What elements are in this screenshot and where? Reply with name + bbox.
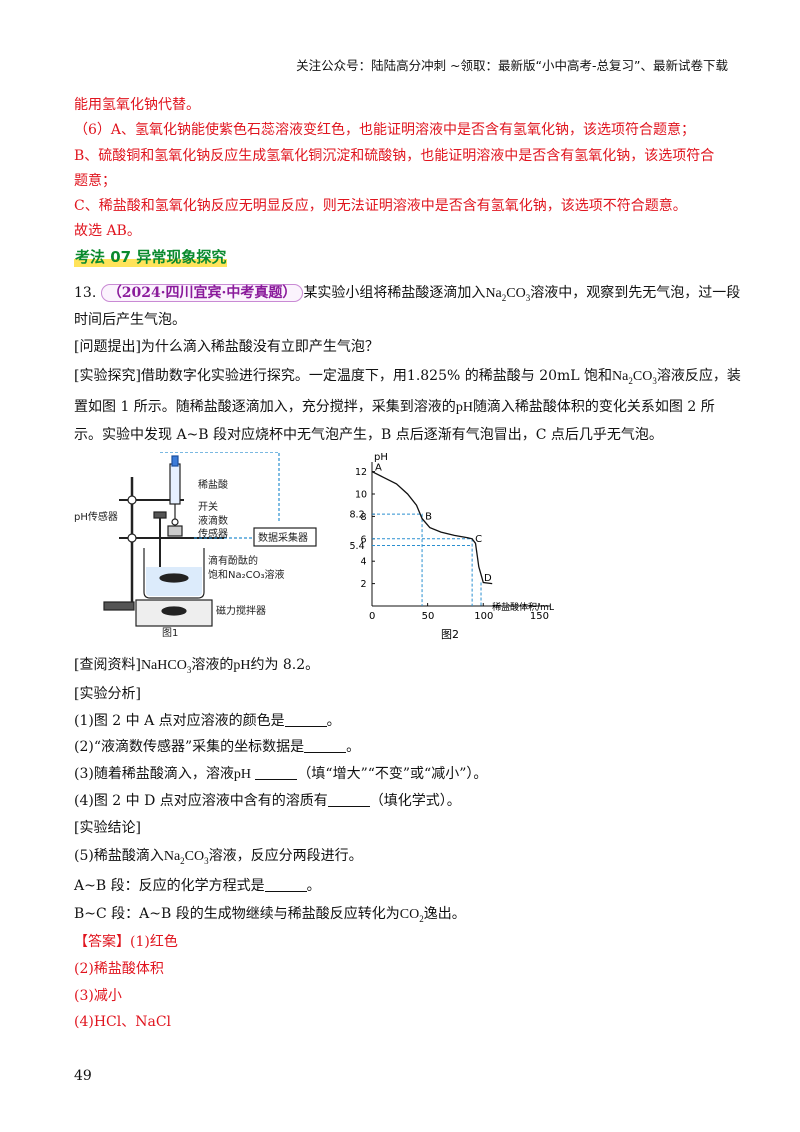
y-tick-label: 8.2 xyxy=(350,510,365,521)
svg-text:开关: 开关 xyxy=(198,500,218,513)
svg-text:图1: 图1 xyxy=(162,627,178,639)
y-tick-label: 5.4 xyxy=(350,541,365,552)
sub-question-3: (3)随着稀盐酸滴入，溶液pH （填“增大”“不变”或“减小”）。 xyxy=(74,765,488,782)
sub-question-4: (4)图 2 中 D 点对应溶液中含有的溶质有（填化学式）。 xyxy=(74,792,461,809)
y-tick-label: 10 xyxy=(355,490,367,501)
formula-nahco3: NaHCO3 xyxy=(140,658,192,675)
x-tick-label: 150 xyxy=(530,611,549,622)
point-label: B xyxy=(425,511,432,522)
x-tick-label: 50 xyxy=(422,611,435,622)
y-tick-label: 12 xyxy=(355,467,367,478)
answer-1: 【答案】(1)红色 xyxy=(74,934,178,950)
text-line: [实验结论] xyxy=(74,820,141,836)
svg-text:数据采集器: 数据采集器 xyxy=(258,531,308,544)
sub-question-1: (1)图 2 中 A 点对应溶液的颜色是。 xyxy=(74,712,341,729)
formula-na2co3: Na2CO3 xyxy=(163,849,209,866)
svg-text:磁力搅拌器: 磁力搅拌器 xyxy=(216,604,266,617)
ph-curve xyxy=(371,471,493,585)
guide-line xyxy=(372,513,423,606)
text-line: B~C 段：A~B 段的生成物继续与稀盐酸反应转化为CO2逸出。 xyxy=(74,906,466,924)
answer-line: C、稀盐酸和氢氧化钠反应无明显反应，则无法证明溶液中是否含有氢氧化钠，该选项不符… xyxy=(74,198,687,214)
page-number: 49 xyxy=(74,1068,92,1084)
question-13-stem: 13. （2024·四川宜宾·中考真题）某实验小组将稀盐酸逐滴加入Na2CO3溶… xyxy=(74,284,741,303)
svg-text:饱和Na₂CO₃溶液: 饱和Na₂CO₃溶液 xyxy=(208,568,284,581)
answer-4: (4)HCl、NaCl xyxy=(74,1014,172,1030)
answer-line: B、硫酸铜和氢氧化钠反应生成氢氧化铜沉淀和硫酸钠，也能证明溶液中是否含有氢氧化钠… xyxy=(74,148,715,164)
answer-3: (3)减小 xyxy=(74,988,122,1004)
x-tick-label: 100 xyxy=(474,611,493,622)
answer-blank[interactable] xyxy=(327,792,370,807)
point-label: D xyxy=(484,573,492,584)
answer-line: 故选 AB。 xyxy=(74,223,141,239)
sub-question-5: (5)稀盐酸滴入Na2CO3溶液，反应分两段进行。 xyxy=(74,848,363,866)
text-line: [实验分析] xyxy=(74,686,141,702)
y-tick-label: 2 xyxy=(361,579,367,590)
answer-line: （6）A、氢氧化钠能使紫色石蕊溶液变红色，也能证明溶液中是否含有氢氧化钠，该选项… xyxy=(74,122,696,138)
answer-line: 能用氢氧化钠代替。 xyxy=(74,97,200,113)
text-line: 示。实验中发现 A~B 段对应烧杯中无气泡产生，B 点后逐渐有气泡冒出，C 点后… xyxy=(74,427,663,443)
y-tick-label: 8 xyxy=(361,512,367,523)
answer-blank[interactable] xyxy=(304,738,347,753)
svg-text:滴有酚酞的: 滴有酚酞的 xyxy=(208,554,258,567)
source-tag: （2024·四川宜宾·中考真题） xyxy=(100,284,304,302)
y-tick-label: 4 xyxy=(361,557,367,568)
svg-text:稀盐酸: 稀盐酸 xyxy=(198,478,228,491)
answer-blank[interactable] xyxy=(255,765,298,780)
point-label: A xyxy=(375,463,382,474)
formula-co2: CO2 xyxy=(399,907,424,924)
text-line: A~B 段：反应的化学方程式是。 xyxy=(74,877,321,894)
svg-text:pH传感器: pH传感器 xyxy=(74,510,118,523)
svg-text:液滴数: 液滴数 xyxy=(198,514,228,527)
y-axis-label: pH xyxy=(374,452,388,463)
answer-blank[interactable] xyxy=(264,877,307,892)
apparatus-figure: 稀盐酸 开关 液滴数 传感器 pH传感器 数据采集器 滴有酚酞的 饱和Na₂CO… xyxy=(74,452,317,639)
text-line: 置如图 1 所示。随稀盐酸逐滴加入，充分搅拌，采集到溶液的pH随滴入稀盐酸体积的… xyxy=(74,399,715,415)
formula-na2co3: Na2CO3 xyxy=(485,286,531,303)
answer-blank[interactable] xyxy=(284,712,327,727)
text-line: [问题提出]为什么滴入稀盐酸没有立即产生气泡？ xyxy=(74,339,379,355)
text-line: [查阅资料]NaHCO3溶液的pH约为 8.2。 xyxy=(74,657,320,675)
text-line: [实验探究]借助数字化实验进行探究。一定温度下，用1.825% 的稀盐酸与 20… xyxy=(74,368,741,386)
x-tick-label: 0 xyxy=(369,611,375,622)
section-title: 考法 07 异常现象探究 xyxy=(74,246,228,267)
svg-text:传感器: 传感器 xyxy=(198,527,228,540)
page-header: 关注公众号：陆陆高分冲刺 ~领取：最新版“小中高考-总复习”、最新试卷下载 xyxy=(296,58,728,73)
answer-2: (2)稀盐酸体积 xyxy=(74,961,164,977)
y-tick-label: 6 xyxy=(361,534,367,545)
sub-question-2: (2)“液滴数传感器”采集的坐标数据是。 xyxy=(74,738,361,755)
point-label: C xyxy=(475,534,482,545)
formula-na2co3: Na2CO3 xyxy=(612,369,657,386)
chart-caption: 图2 xyxy=(441,628,459,641)
answer-line: 题意； xyxy=(74,173,116,189)
text-line: 时间后产生气泡。 xyxy=(74,312,186,328)
